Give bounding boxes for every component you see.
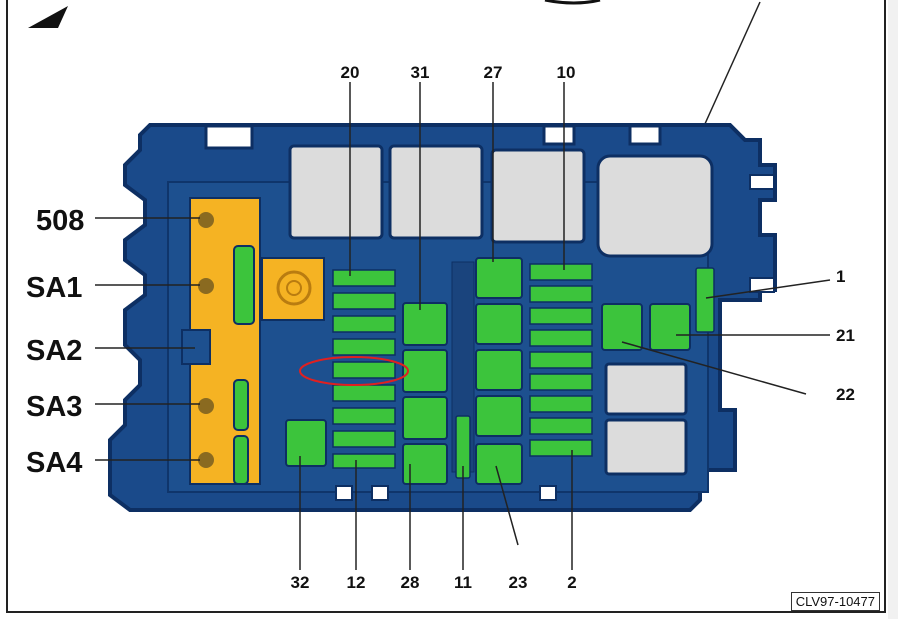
housing-clip: [542, 124, 576, 146]
fuse-column-left: [332, 269, 396, 469]
fuse-32: [285, 419, 327, 467]
terminal-stud: [286, 280, 302, 296]
pointer-line-top-right: [703, 1, 761, 127]
fusible-link-sa4: [233, 435, 249, 485]
label-32: 32: [291, 573, 310, 592]
label-1: 1: [836, 267, 845, 286]
housing-clip: [371, 485, 389, 501]
sa2-slot: [181, 329, 211, 365]
fuse-21: [649, 303, 691, 351]
fuse-column-right: [529, 263, 593, 457]
highlight-ring: [299, 356, 409, 386]
fusible-link-sa1: [233, 245, 255, 325]
label-sa1: SA1: [26, 272, 82, 304]
relay: [490, 148, 586, 244]
terminal-post-sa4: [198, 452, 214, 468]
housing-clip: [335, 485, 353, 501]
terminal-block: [261, 257, 325, 321]
housing-clip: [749, 174, 775, 190]
relay: [388, 144, 484, 240]
label-2: 2: [567, 573, 576, 592]
housing-clip: [539, 485, 557, 501]
edge-fragment: [544, 0, 601, 5]
relay: [288, 144, 384, 240]
terminal-post-sa3: [198, 398, 214, 414]
relay-large: [596, 154, 714, 258]
reference-code: CLV97-10477: [790, 592, 880, 611]
orientation-arrow-icon: [28, 6, 68, 28]
figure-frame: [6, 0, 886, 613]
label-23: 23: [509, 573, 528, 592]
label-27: 27: [484, 63, 503, 82]
label-22: 22: [836, 385, 855, 404]
label-10: 10: [557, 63, 576, 82]
label-sa2: SA2: [26, 335, 82, 367]
terminal-post-sa1: [198, 278, 214, 294]
fusible-link-sa3: [233, 379, 249, 431]
label-21: 21: [836, 326, 855, 345]
fuse-1: [695, 267, 715, 333]
scrollbar-track[interactable]: [888, 0, 898, 619]
label-11: 11: [454, 573, 472, 592]
fuse-22: [601, 303, 643, 351]
label-12: 12: [347, 573, 366, 592]
label-sa4: SA4: [26, 447, 82, 479]
terminal-post-508: [198, 212, 214, 228]
leader-lines: [95, 82, 831, 570]
housing-clip: [628, 124, 662, 146]
label-20: 20: [341, 63, 360, 82]
terminal-stud: [276, 270, 312, 306]
fuse-column-square-1: [402, 302, 448, 485]
fuse-column-square-2: [475, 257, 523, 485]
relay: [604, 362, 688, 416]
housing-clip: [204, 124, 254, 150]
label-28: 28: [401, 573, 420, 592]
label-31: 31: [411, 63, 430, 82]
label-508: 508: [36, 205, 84, 237]
label-sa3: SA3: [26, 391, 82, 423]
relay: [604, 418, 688, 476]
